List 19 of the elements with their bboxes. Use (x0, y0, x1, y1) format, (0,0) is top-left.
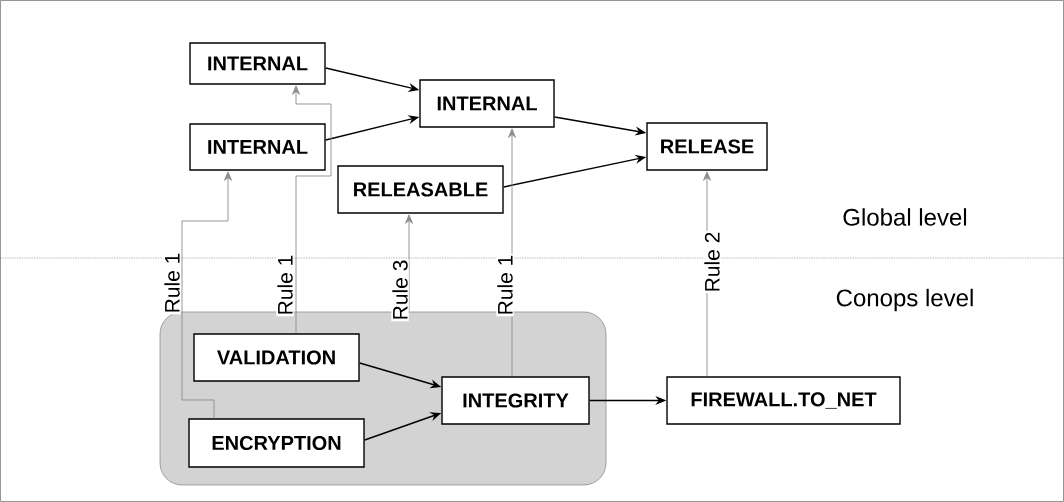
edge-label: Rule 1 (496, 253, 514, 317)
process-box: VALIDATION (193, 333, 360, 382)
edge-label: Rule 3 (391, 258, 409, 322)
edge-label: Rule 2 (703, 230, 721, 294)
process-box: FIREWALL.TO_NET (666, 376, 901, 425)
arrow (292, 85, 332, 334)
process-box: INTERNAL (189, 123, 326, 171)
level-label: Conops level (836, 288, 973, 312)
arrow (405, 214, 413, 313)
process-box: RELEASE (646, 122, 768, 171)
level-label: Global level (843, 208, 967, 226)
arrow (181, 171, 232, 419)
process-box: INTEGRITY (441, 376, 590, 425)
process-box: RELEASABLE (337, 165, 504, 214)
process-box: INTERNAL (419, 79, 555, 128)
process-box: INTERNAL (189, 42, 326, 85)
process-box: ENCRYPTION (188, 418, 365, 468)
edge-label: Rule 1 (163, 251, 181, 315)
edge-label: Rule 1 (276, 253, 294, 317)
